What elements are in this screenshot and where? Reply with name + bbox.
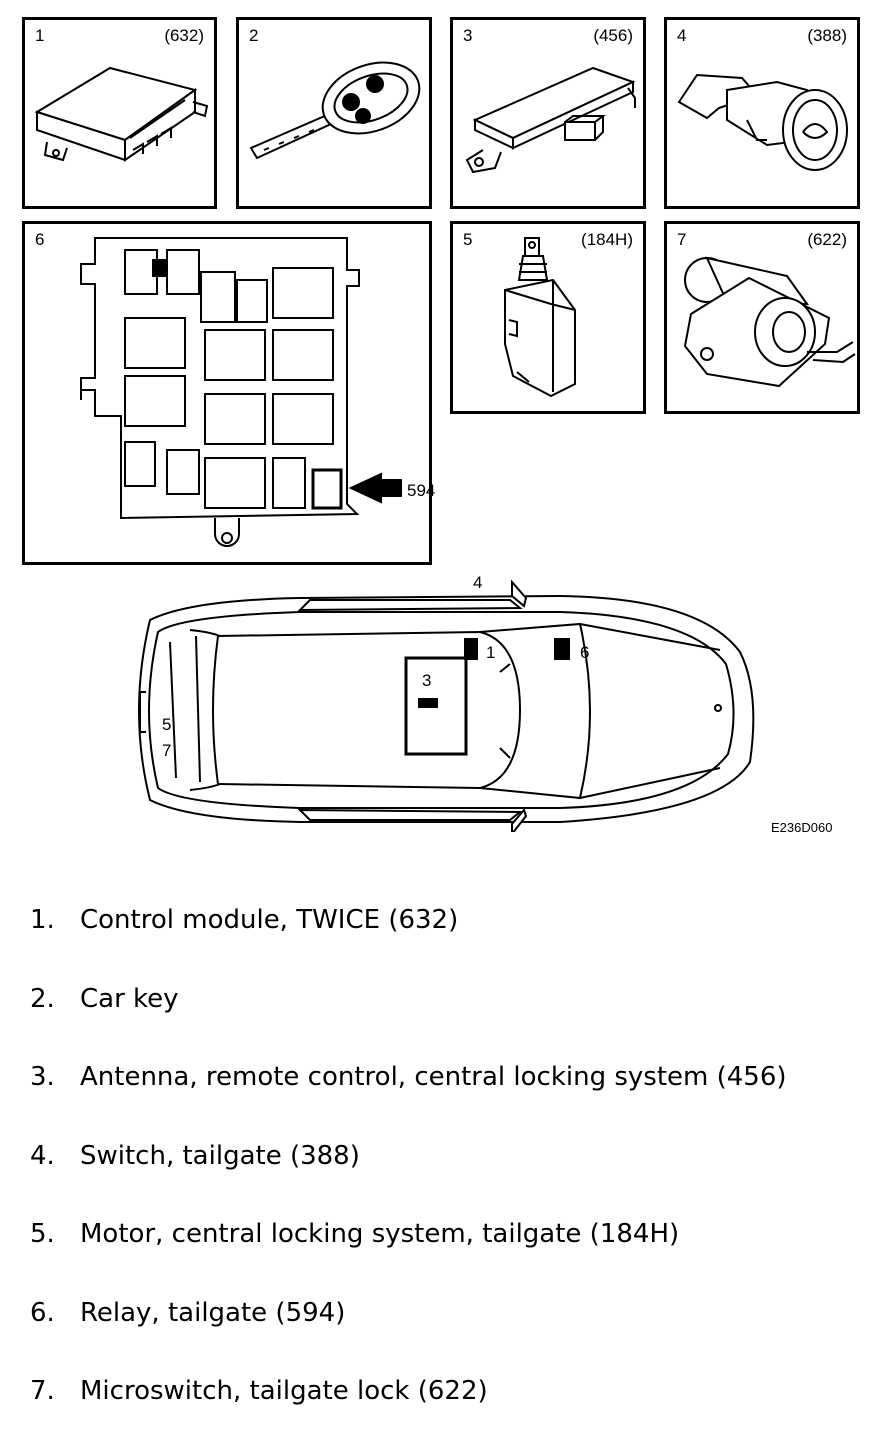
panel-number: 1	[35, 26, 45, 45]
panel-number: 5	[463, 230, 473, 249]
legend-number: 4.	[30, 1140, 55, 1171]
relay-box-illustration: 594	[80, 237, 435, 547]
panel-code: (388)	[807, 26, 847, 45]
legend-number: 3.	[30, 1062, 55, 1092]
legend-text: Relay, tailgate (594)	[80, 1297, 346, 1328]
car-label-5: 5	[162, 715, 171, 734]
control-module-illustration	[34, 66, 209, 162]
microswitch-illustration	[683, 256, 856, 388]
panel-antenna: 3 (456)	[450, 17, 646, 209]
legend-number: 2.	[30, 983, 55, 1014]
panel-code: (632)	[164, 26, 204, 45]
figure-code: E236D060	[771, 820, 833, 835]
panel-number: 6	[35, 230, 45, 249]
tailgate-switch-illustration	[677, 73, 848, 171]
legend-text: Control module, TWICE (632)	[80, 905, 459, 935]
panel-control-module: 1 (632)	[22, 17, 217, 209]
legend-item: 4. Switch, tailgate (388)	[30, 1141, 787, 1220]
legend-number: 5.	[30, 1219, 55, 1249]
legend-item: 5. Motor, central locking system, tailgat…	[30, 1219, 787, 1298]
car-label-7: 7	[162, 741, 171, 760]
panel-code: (456)	[593, 26, 633, 45]
car-label-1: 1	[486, 643, 495, 662]
car-key-illustration	[249, 61, 421, 160]
panel-number: 3	[463, 26, 473, 45]
legend-number: 7.	[30, 1376, 55, 1406]
panel-code: (622)	[807, 230, 847, 249]
legend-text: Antenna, remote control, central locking…	[80, 1062, 787, 1092]
legend-text: Switch, tailgate (388)	[80, 1140, 360, 1171]
motor-illustration	[504, 237, 576, 398]
panel-relay-box: 6 594	[22, 221, 435, 565]
car-top-view: 4 1 6 3 5 7	[138, 573, 755, 832]
legend-item: 2. Car key	[30, 984, 787, 1063]
legend-number: 1.	[30, 905, 55, 935]
legend-item: 1. Control module, TWICE (632)	[30, 905, 787, 984]
car-label-3: 3	[422, 671, 431, 690]
legend-item: 6. Relay, tailgate (594)	[30, 1298, 787, 1377]
antenna-illustration	[465, 66, 636, 174]
panel-car-key: 2	[236, 17, 432, 209]
panel-tailgate-switch: 4 (388)	[664, 17, 860, 209]
panel-code: (184H)	[581, 230, 633, 249]
legend-text: Car key	[80, 983, 179, 1014]
panel-microswitch: 7 (622)	[664, 221, 860, 414]
panel-number: 2	[249, 26, 259, 45]
relay-callout: 594	[407, 481, 435, 500]
relay-location-marker	[554, 638, 570, 660]
panel-number: 7	[677, 230, 687, 249]
panel-motor: 5 (184H)	[450, 221, 646, 414]
parts-legend: 1.Control module, TWICE (632) 2.Car key …	[30, 905, 787, 1455]
legend-number: 6.	[30, 1297, 55, 1328]
car-label-6: 6	[580, 643, 589, 662]
legend-item: 7. Microswitch, tailgate lock (622)	[30, 1376, 787, 1455]
car-label-4: 4	[473, 573, 482, 592]
legend-text: Motor, central locking system, tailgate …	[80, 1219, 680, 1249]
legend-item: 3. Antenna, remote control, central locki…	[30, 1062, 787, 1141]
panel-number: 4	[677, 26, 687, 45]
legend-text: Microswitch, tailgate lock (622)	[80, 1376, 488, 1406]
